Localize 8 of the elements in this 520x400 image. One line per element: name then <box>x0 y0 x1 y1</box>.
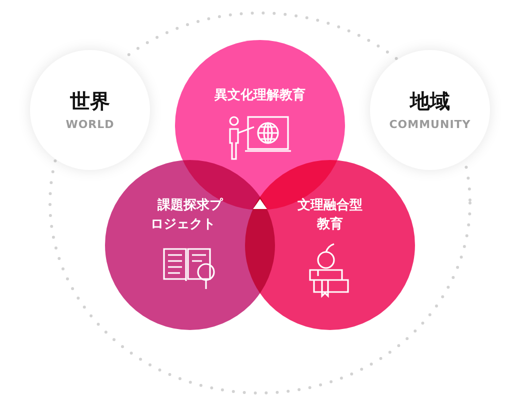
circle-title: 地域 <box>408 88 451 115</box>
circle-title: 課題探求プロジェクト <box>150 196 223 234</box>
circle-title: 異文化理解教育 <box>214 86 306 105</box>
circle-title: 文理融合型教育 <box>296 196 364 234</box>
venn-circle <box>245 160 415 330</box>
circle-title: 世界 <box>69 88 111 115</box>
circle-subtitle: COMMUNITY <box>388 117 472 134</box>
circle-subtitle: WORLD <box>64 117 116 134</box>
